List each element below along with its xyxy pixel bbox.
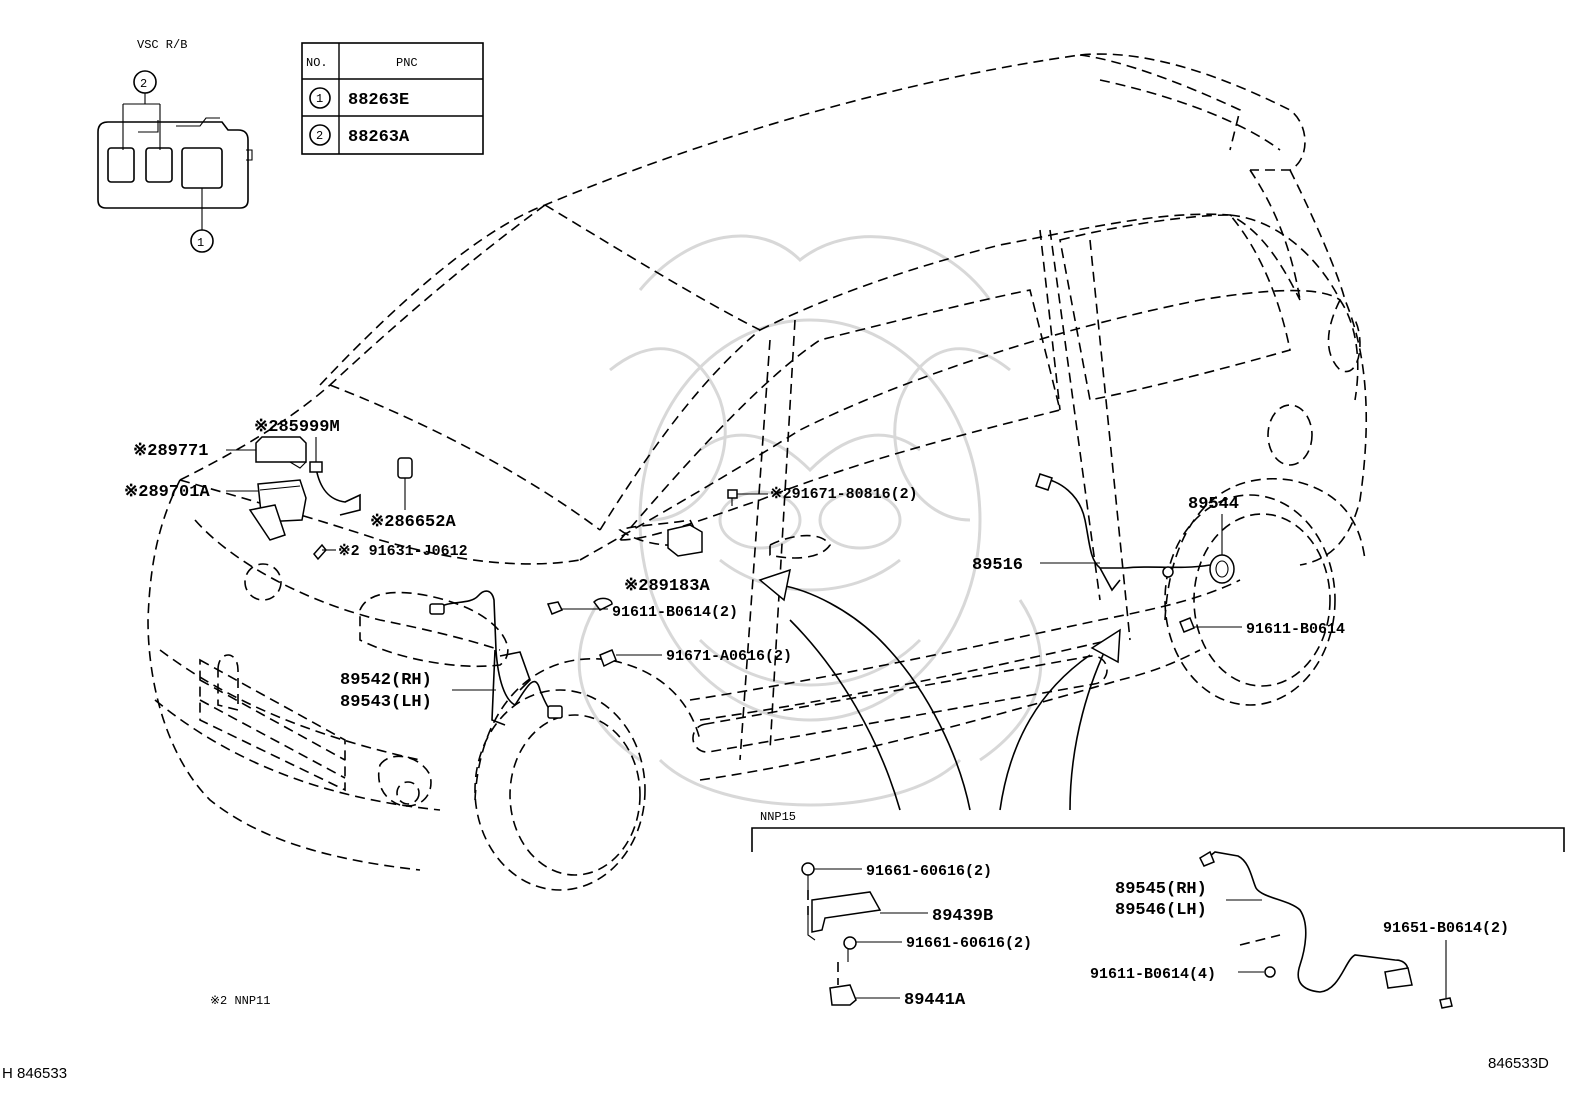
arrowhead-front-icon — [758, 568, 791, 602]
table-row-1-pnc: 88263E — [348, 91, 409, 110]
nnp15-title: NNP15 — [760, 810, 796, 824]
inset-callout-1: 1 — [197, 236, 204, 250]
arrowhead-rear-icon — [1090, 628, 1121, 664]
table-row-1-no: 1 — [316, 92, 323, 106]
sensor-89183a-icon — [667, 524, 703, 557]
vehicle-outline — [147, 53, 1368, 891]
bracket-89441a-icon — [829, 984, 857, 1006]
label-91671-80816: ※291671-80816(2) — [770, 486, 918, 503]
table-row-2-no: 2 — [316, 129, 323, 143]
label-91611-b0614-4: 91611-B0614(4) — [1090, 966, 1216, 983]
label-91651-b0614: 91651-B0614(2) — [1383, 920, 1509, 937]
label-91631-j0612: ※2 91631-J0612 — [338, 543, 468, 560]
pnc-table: NO. PNC 1 88263E 2 88263A — [301, 42, 484, 155]
label-89543-lh: 89543(LH) — [340, 693, 432, 712]
label-91661-60616-b: 91661-60616(2) — [906, 935, 1032, 952]
label-89542-rh: 89542(RH) — [340, 671, 432, 690]
ecu-89771-icon — [255, 436, 307, 463]
table-header-no: NO. — [306, 56, 328, 70]
footnote-nnp11: ※2 NNP11 — [210, 994, 270, 1008]
part-glyphs — [248, 436, 1235, 726]
part-labels: ※285999M ※289771 ※289701A ※286652A ※2 91… — [124, 418, 1345, 712]
label-89441a: 89441A — [904, 991, 966, 1010]
label-85999m: ※285999M — [254, 418, 340, 437]
label-89701a: ※289701A — [124, 483, 210, 502]
label-89545-rh: 89545(RH) — [1115, 880, 1207, 899]
reference-right: 846533D — [1488, 1055, 1549, 1072]
label-89544: 89544 — [1188, 495, 1239, 514]
label-91671-a0616: 91671-A0616(2) — [666, 648, 792, 665]
inset-title: VSC R/B — [137, 38, 187, 52]
label-91611-b0614: 91611-B0614 — [1246, 621, 1345, 638]
reference-left: H 846533 — [2, 1065, 67, 1082]
label-89439b: 89439B — [932, 907, 993, 926]
watermark-emblem — [577, 234, 1043, 807]
label-91611-b0614-2: 91611-B0614(2) — [612, 604, 738, 621]
table-row-2-pnc: 88263A — [348, 128, 410, 147]
leader-arrows — [758, 568, 1121, 811]
inset-callout-2: 2 — [140, 77, 147, 91]
label-89546-lh: 89546(LH) — [1115, 901, 1207, 920]
label-86652a: ※286652A — [370, 513, 456, 532]
table-header-pnc: PNC — [396, 56, 418, 70]
label-89771: ※289771 — [133, 442, 208, 461]
label-89183a: ※289183A — [624, 577, 710, 596]
part-86652a-icon — [397, 457, 413, 479]
sensor-ring-89544-icon — [1209, 554, 1235, 584]
vsc-relay-block-inset: VSC R/B 2 1 — [97, 38, 253, 253]
bracket-89439b-icon — [811, 891, 882, 933]
nnp15-panel: NNP15 91661-60616(2) 89439B 91661-60616(… — [751, 810, 1565, 1010]
sensor-connector-icon — [1384, 967, 1413, 989]
label-89516: 89516 — [972, 556, 1023, 575]
label-91661-60616-a: 91661-60616(2) — [866, 863, 992, 880]
